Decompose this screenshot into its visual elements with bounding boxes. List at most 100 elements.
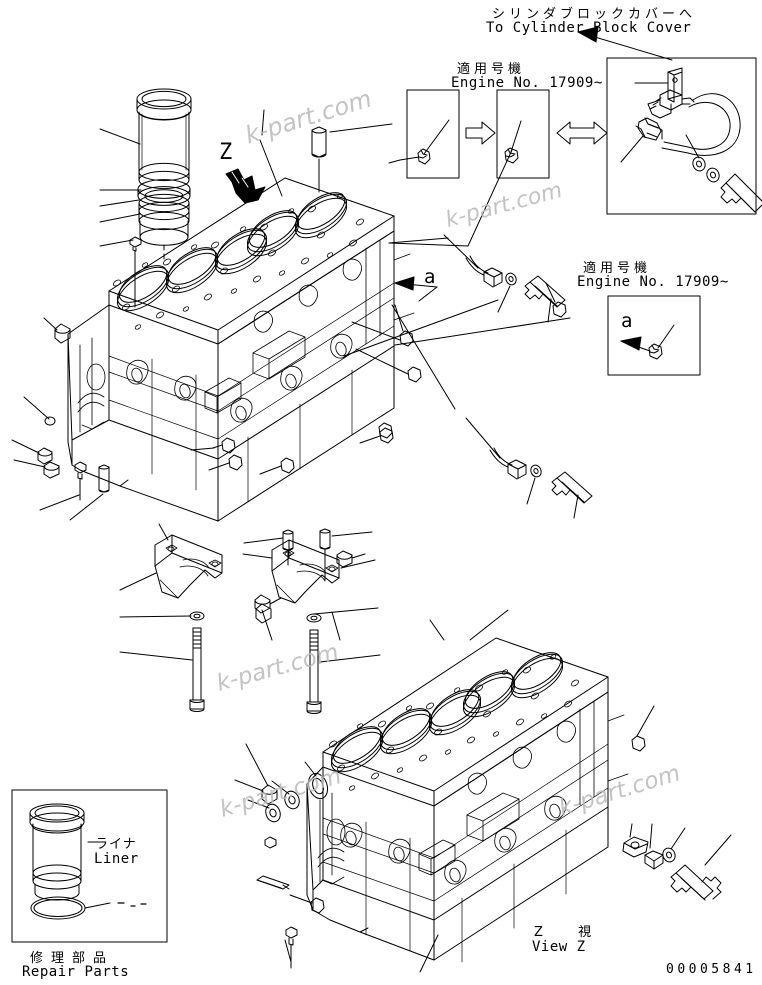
bottom-plug-2: [69, 464, 110, 521]
left-pin-1: [43, 317, 71, 344]
washer-leader: [685, 134, 700, 159]
lower-block-leader2: [469, 609, 509, 641]
liner-label-en: Liner: [94, 851, 139, 867]
right-bolt-1: [351, 304, 414, 347]
plug-part-after: [504, 147, 519, 164]
cap2-bolt: [306, 629, 322, 714]
cap2-side-pin: [254, 594, 282, 641]
cap1-hardware: [119, 611, 205, 712]
view-z-arrow: [225, 168, 266, 204]
cap2-top-pin: [336, 550, 366, 568]
lower-bottom-plug-1: [285, 926, 298, 969]
cap2-hardware: [306, 607, 381, 714]
lower-left-bushing: [304, 761, 329, 800]
upper-right-bolt: [545, 282, 567, 318]
leader-box1-tail: [388, 159, 401, 164]
lower-right-bolt-top: [631, 705, 655, 752]
block-front-detail: [77, 337, 106, 433]
cap1-leader: [119, 572, 157, 591]
sensor-assembly-box: [606, 57, 762, 215]
callout-a-main: a: [424, 266, 436, 288]
engine-no-before-box: [399, 89, 460, 179]
dowel-leader: [329, 123, 393, 133]
view-z-note-en: View Z: [532, 939, 586, 955]
deck-leader-1: [259, 139, 283, 197]
engine-no-note2-jp: 適用号機: [583, 261, 652, 276]
engine-no-note2-en: Engine No. 17909~: [577, 274, 729, 290]
callout-a-in-box: a: [621, 310, 633, 332]
block-cover-pads-lower: [418, 792, 520, 876]
leader-r3: [394, 317, 571, 346]
lower-block-leader5: [245, 743, 269, 787]
sensor-bracket: [667, 67, 683, 103]
repair-liner: [29, 803, 85, 901]
lower-right-plate-2: [644, 823, 664, 870]
right-assembly-2: [465, 417, 593, 519]
sensor-lower: [635, 117, 663, 141]
cylinder-block-upper: [67, 177, 415, 522]
to-cover-note-en: To Cylinder Block Cover: [486, 20, 692, 36]
main-bearing-cap-1: [154, 534, 223, 599]
sensor-upper: [647, 89, 695, 119]
sensor-washers: [692, 156, 720, 183]
callout-a-arrow: [394, 276, 438, 302]
block-side-windows: [126, 258, 362, 423]
leader-to-boxes: [388, 149, 513, 247]
lower-left-plug: [264, 836, 277, 849]
right-assembly-1: [443, 234, 566, 323]
cap2-dowel-1: [243, 529, 294, 566]
to-cover-note-jp: シリンダブロックカバーへ: [492, 7, 697, 22]
mid-bolt-2: [208, 454, 243, 471]
deck-dowel-pin: [311, 126, 327, 193]
arrow-double: [556, 121, 608, 145]
lower-block-leader4: [331, 611, 341, 641]
sensor-bolt: [720, 173, 762, 213]
cap2-dowel-2: [319, 528, 373, 581]
bottom-plug-1: [39, 461, 87, 511]
drawing-number: 00005841: [666, 962, 757, 977]
head-bolt-holes: [112, 193, 365, 330]
cap2-leader: [242, 553, 273, 559]
lower-bottom-bolt-1: [289, 894, 325, 914]
lower-block-leader3: [429, 619, 445, 641]
lower-right-plate-1: [622, 823, 649, 858]
cylinder-liner-exploded: [136, 88, 192, 246]
lower-right-washer: [662, 827, 686, 863]
left-bolt-2: [11, 439, 53, 465]
lower-left-washer-2: [271, 780, 300, 810]
repair-parts-box: [11, 789, 168, 943]
head-bolt-holes-lower: [328, 654, 580, 791]
left-bolt-3: [13, 459, 60, 479]
lower-plug-leader: [284, 939, 292, 963]
oring-leader: [84, 902, 111, 909]
detail-a-box: [607, 295, 701, 376]
lower-pin-1: [255, 603, 272, 624]
mid-bolt-3: [259, 457, 295, 475]
detail-a-plug: [648, 343, 663, 360]
engine-no-after-box: [496, 89, 550, 179]
right-bolt-long-2: [551, 471, 593, 504]
cylinder-block-lower: [306, 637, 629, 963]
cylinder-bores-upper: [117, 192, 347, 312]
sensor-lower-leader: [620, 135, 644, 163]
deck-leader-1b: [261, 109, 265, 136]
block-side-windows-lower: [340, 720, 576, 885]
cap1-bolt: [189, 627, 205, 712]
main-bearing-cap-2: [271, 539, 340, 604]
mid-bolt-1: [190, 437, 236, 454]
repair-parts-title-jp: 修理部品: [30, 951, 115, 966]
repair-parts-title-en: Repair Parts: [22, 964, 130, 980]
liner-leaders: [99, 128, 142, 247]
right-bolt-2: [355, 348, 422, 383]
liner-label-jp: ライナ: [95, 837, 137, 852]
left-bolt-1: [23, 396, 56, 426]
arrow-right-1: [465, 121, 496, 145]
block-cover-pads: [204, 330, 306, 414]
mid-bolt-4: [359, 427, 394, 444]
leader-r2: [391, 304, 456, 410]
sensor-wire: [661, 93, 741, 156]
cap1-leader2: [158, 523, 169, 541]
leader-r1: [388, 237, 449, 244]
cap2-leader2: [340, 559, 376, 569]
